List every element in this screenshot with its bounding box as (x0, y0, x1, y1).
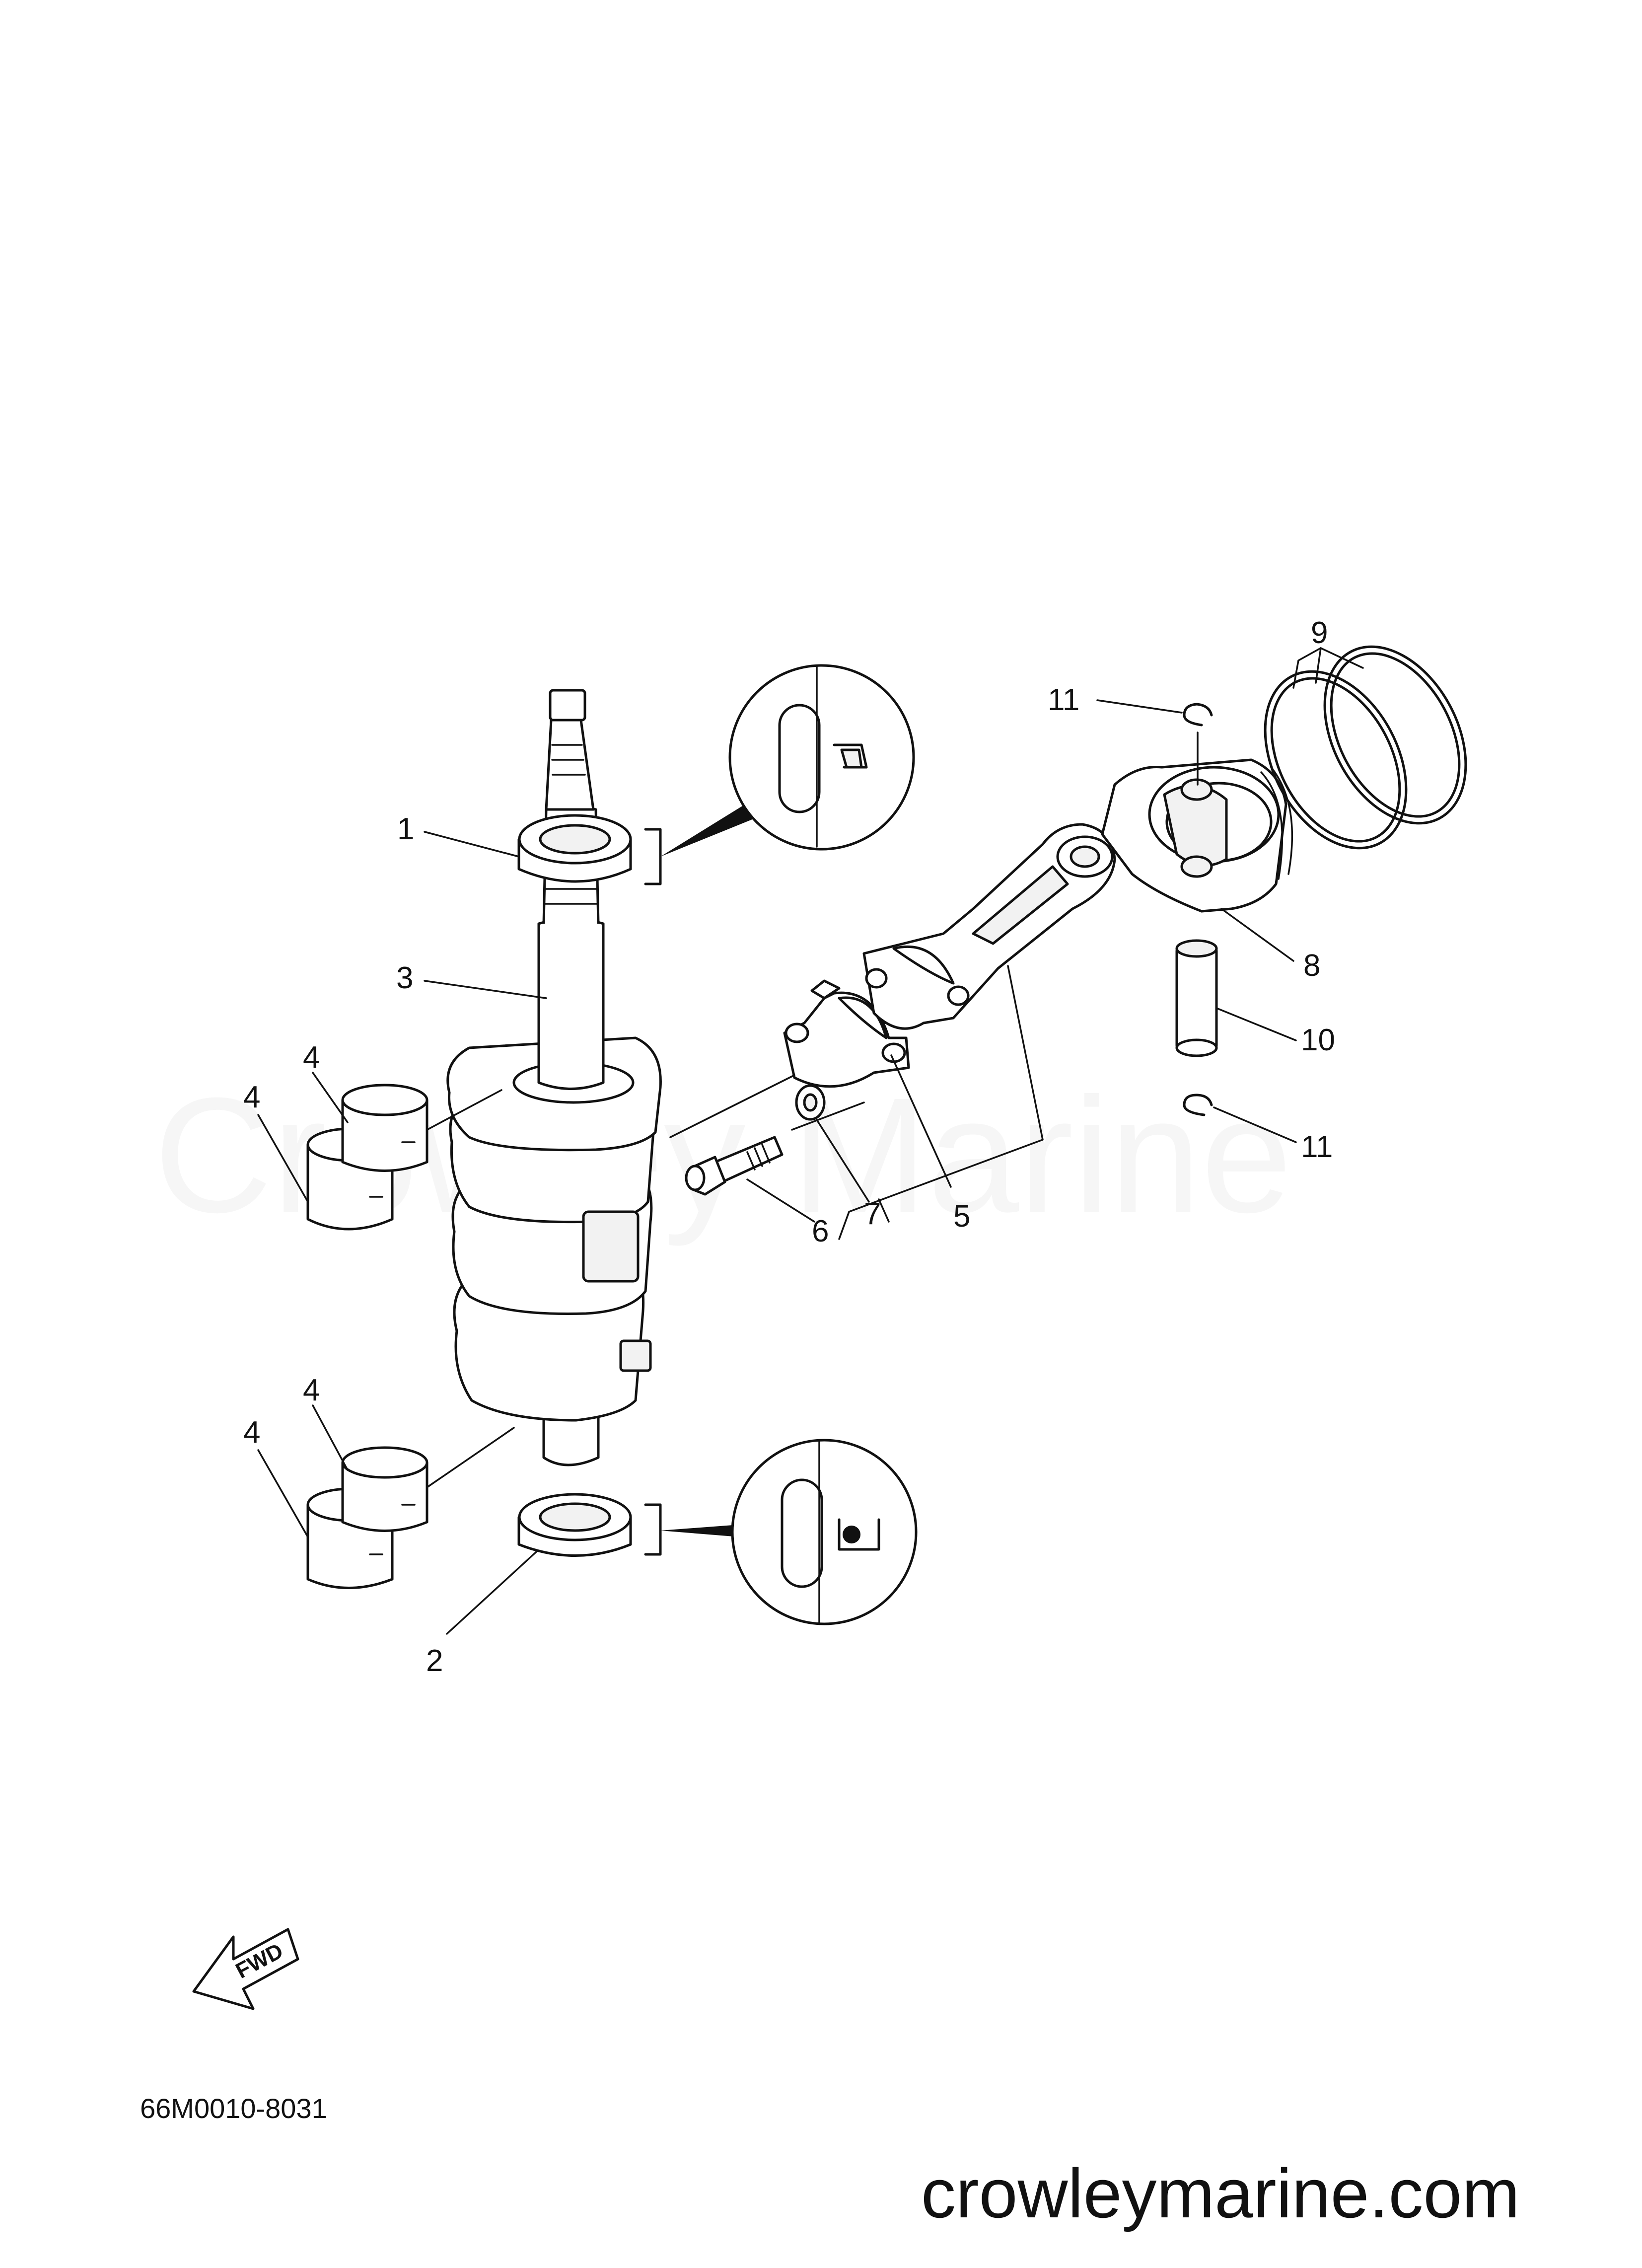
leader-lines (257, 699, 1297, 1635)
seal-detail-lower (731, 1439, 918, 1625)
callout-5: 5 (953, 1199, 970, 1234)
callout-4-lower-left: 4 (243, 1415, 260, 1450)
piston-pin-clip-lower[interactable] (1183, 1094, 1213, 1116)
callout-4-upper-right: 4 (303, 1040, 320, 1075)
callout-4-upper-left: 4 (243, 1080, 260, 1114)
callout-11-lower: 11 (1301, 1130, 1333, 1164)
fwd-arrow-icon: FWD (192, 1928, 299, 2010)
diagram-code: 66M0010-8031 (140, 2093, 327, 2124)
callout-6: 6 (812, 1214, 829, 1248)
rod-bolt[interactable] (685, 1136, 784, 1196)
callout-9: 9 (1311, 616, 1328, 650)
oil-seal-lower[interactable] (517, 1493, 740, 1557)
seal-detail-upper (728, 664, 915, 851)
callout-4-lower-right: 4 (303, 1373, 320, 1407)
callout-3: 3 (396, 961, 413, 995)
piston[interactable] (1101, 758, 1293, 913)
piston-ring-set[interactable] (1236, 623, 1494, 873)
callout-8: 8 (1303, 949, 1320, 983)
callout-10: 10 (1301, 1023, 1335, 1057)
site-url: crowleymarine.com (921, 2154, 1520, 2232)
piston-pin[interactable] (1175, 939, 1218, 1057)
bearing-lower-right[interactable] (341, 1446, 428, 1532)
washer[interactable] (795, 1084, 826, 1121)
callout-1: 1 (397, 812, 414, 846)
callout-7: 7 (864, 1197, 881, 1231)
oil-seal-upper[interactable] (517, 805, 752, 885)
callout-2: 2 (426, 1644, 443, 1678)
bearing-upper-right[interactable] (341, 1084, 428, 1172)
connecting-rod[interactable] (862, 823, 1116, 1030)
crankshaft[interactable] (446, 689, 662, 1466)
piston-pin-clip-upper[interactable] (1183, 703, 1213, 786)
callout-11-upper: 11 (1048, 683, 1079, 717)
